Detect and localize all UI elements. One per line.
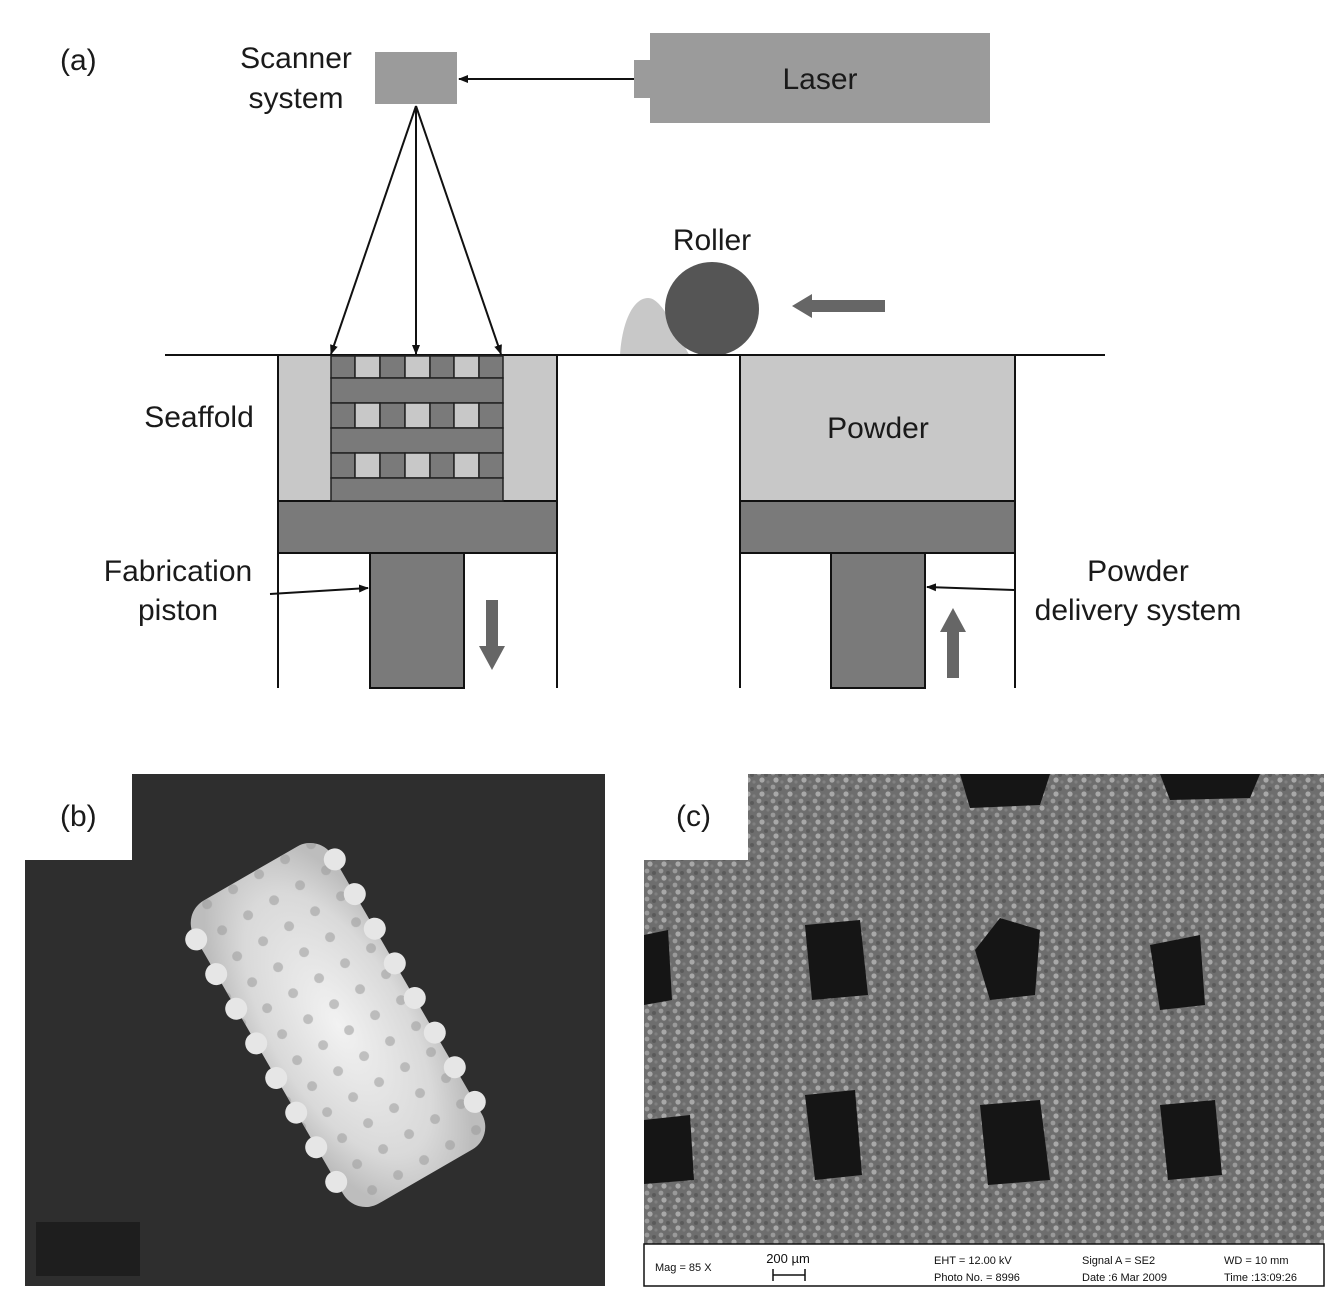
laser-box xyxy=(650,33,990,123)
fabrication-piston xyxy=(369,552,465,689)
powder-platform xyxy=(739,500,1016,554)
panel-a: (a) Scanner system Laser Roller xyxy=(60,33,1242,689)
panel-b-dark-patch xyxy=(36,1222,140,1276)
beam-right xyxy=(415,105,502,355)
scaffold-label: Seaffold xyxy=(144,401,254,434)
sem-mag: Mag = 85 X xyxy=(655,1262,712,1274)
fabrication-piston-label-line2: piston xyxy=(138,594,218,627)
sem-photo-no: Photo No. = 8996 xyxy=(934,1272,1020,1284)
powder-chamber xyxy=(739,355,1016,689)
sem-wd: WD = 10 mm xyxy=(1224,1255,1288,1267)
piston-down-arrow xyxy=(479,600,505,670)
powder-delivery-label-line1: Powder xyxy=(1087,555,1189,588)
sem-time: Time :13:09:26 xyxy=(1224,1272,1297,1284)
powder-bed xyxy=(741,356,1014,502)
scaffold-lattice xyxy=(330,355,504,502)
roller-label: Roller xyxy=(673,224,751,257)
sem-signal: Signal A = SE2 xyxy=(1082,1255,1155,1267)
laser-nozzle xyxy=(634,60,652,98)
fabrication-platform xyxy=(277,500,558,554)
scanner-label-line1: Scanner xyxy=(240,42,352,75)
sem-scale-bar xyxy=(772,1269,806,1281)
scaffold-pores xyxy=(644,774,1260,1185)
powder-piston xyxy=(830,552,926,689)
laser-label: Laser xyxy=(782,63,857,96)
panel-b-tag: (b) xyxy=(60,800,97,833)
panel-c-tag: (c) xyxy=(676,800,711,833)
powder-heap xyxy=(620,298,690,356)
sem-info-bar xyxy=(643,1243,1325,1287)
beam-left xyxy=(330,105,417,355)
panel-a-tag: (a) xyxy=(60,44,97,77)
fabrication-piston-pointer xyxy=(269,584,369,595)
roller-drum xyxy=(665,262,759,356)
panel-c-micrograph xyxy=(644,774,1324,1244)
panel-c: Mag = 85 X 200 µm EHT = 12.00 kV Photo N… xyxy=(643,774,1325,1287)
sem-date: Date :6 Mar 2009 xyxy=(1082,1272,1167,1284)
sem-scale-label: 200 µm xyxy=(766,1251,810,1266)
scanner-box xyxy=(375,52,457,104)
powder-label: Powder xyxy=(827,412,929,445)
panel-b: (b) xyxy=(25,774,605,1286)
sem-eht: EHT = 12.00 kV xyxy=(934,1255,1012,1267)
fabrication-piston-label-line1: Fabrication xyxy=(104,555,252,588)
piston-up-arrow xyxy=(940,608,966,678)
scaffold-specimen xyxy=(185,842,486,1208)
scanner-label-line2: system xyxy=(248,82,343,115)
roller-direction-arrow xyxy=(792,294,885,318)
powder-delivery-label-line2: delivery system xyxy=(1035,594,1242,627)
powder-delivery-pointer xyxy=(926,583,1015,592)
